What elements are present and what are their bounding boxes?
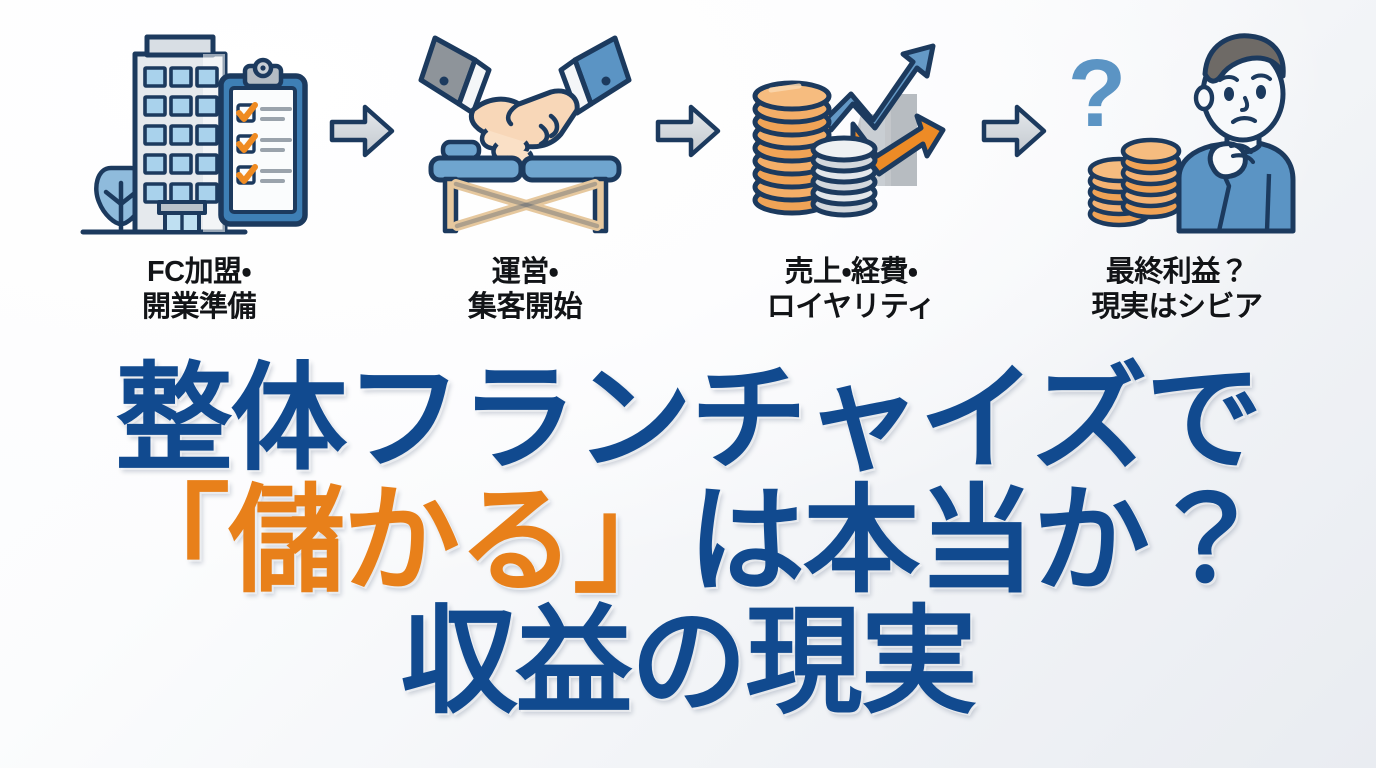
handshake-treatment-table-icon: [401, 18, 649, 243]
svg-text:?: ?: [1068, 40, 1127, 147]
process-step-1: FC加盟・ 開業準備: [75, 18, 323, 326]
headline-line-2-rest: は本当か？: [688, 474, 1265, 606]
headline-line-3: 収益の現実: [400, 596, 977, 728]
process-step-3: 売上・経費・ ロイヤリティ: [727, 18, 975, 326]
process-step-3-label-line2: ロイヤリティ: [766, 291, 936, 324]
process-step-4-label-line1: 最終利益？: [1105, 256, 1249, 288]
process-step-4-label-line2: 現実はシビア: [1091, 291, 1263, 324]
arrow-right-icon-3: [975, 18, 1053, 243]
process-step-2-label: 運営・ 集客開始: [467, 255, 583, 326]
headline-block: 整体フランチャイズで 「儲かる」は本当か？ 収益の現実: [0, 358, 1376, 723]
process-step-2-label-line2: 集客開始: [467, 291, 583, 324]
coins-growth-decline-chart-icon: [727, 18, 975, 243]
process-step-3-label: 売上・経費・ ロイヤリティ: [766, 255, 936, 326]
process-step-1-label-line2: 開業準備: [141, 291, 257, 324]
process-step-4-label: 最終利益？ 現実はシビア: [1091, 255, 1263, 326]
process-step-1-label-line1: FC加盟・: [146, 256, 252, 288]
arrow-right-icon-2: [649, 18, 727, 243]
headline-accent-text: 「儲かる」: [112, 474, 690, 606]
process-step-2-label-line1: 運営・: [491, 256, 559, 288]
process-step-4: ?: [1053, 18, 1301, 326]
process-flow-row: FC加盟・ 開業準備: [0, 18, 1376, 358]
process-step-2: 運営・ 集客開始: [401, 18, 649, 326]
process-step-1-label: FC加盟・ 開業準備: [141, 255, 257, 326]
headline-line-2: 「儲かる」は本当か？: [0, 479, 1376, 602]
arrow-right-icon-1: [323, 18, 401, 243]
worried-person-coins-question-icon: ?: [1053, 18, 1301, 243]
headline-line-1: 整体フランチャイズで: [115, 353, 1262, 484]
building-clipboard-icon: [75, 18, 323, 243]
process-step-3-label-line1: 売上・経費・: [784, 256, 918, 288]
